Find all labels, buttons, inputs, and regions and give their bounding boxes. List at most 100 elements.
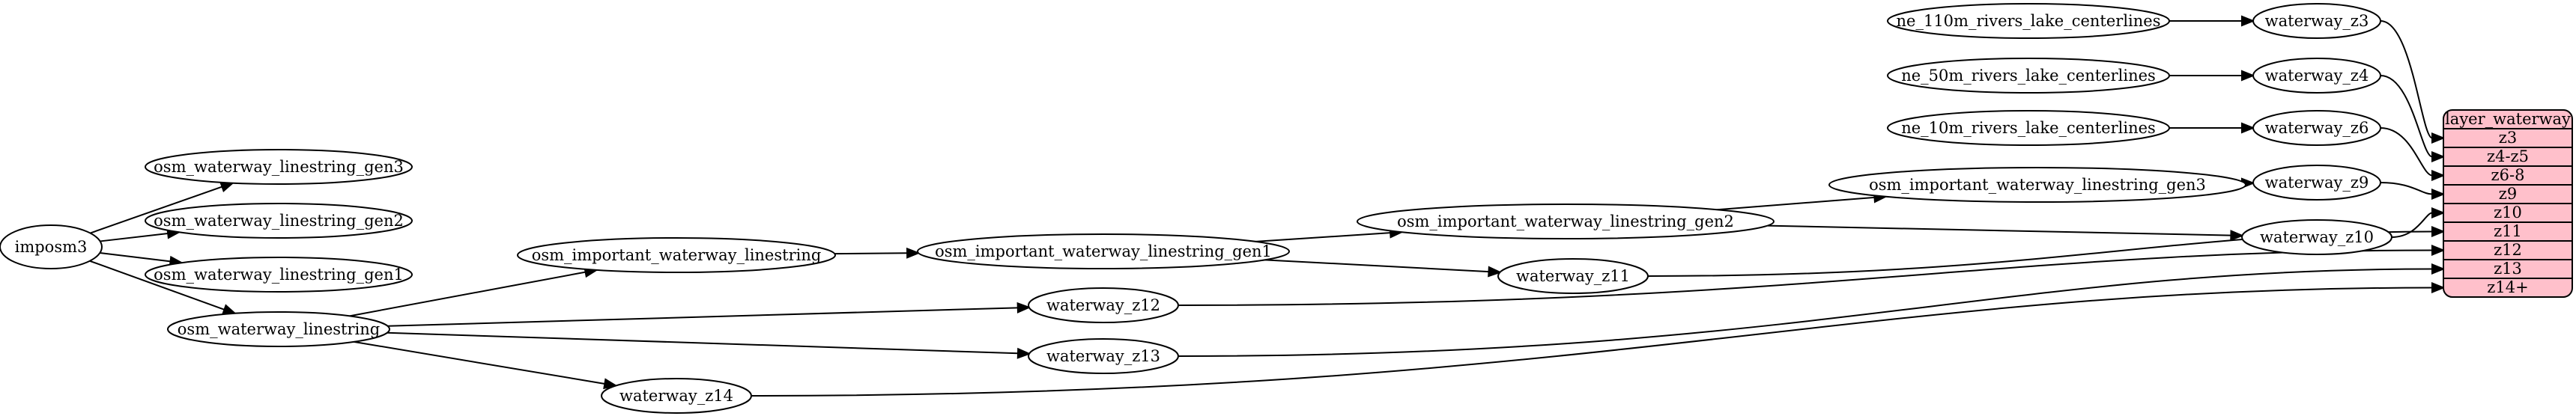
node-wz12: waterway_z12	[1028, 287, 1179, 323]
node-shape	[1887, 3, 2170, 39]
edge-arrowhead	[219, 181, 235, 192]
edge-line	[2380, 75, 2433, 158]
edge-line	[89, 260, 225, 311]
node-shape	[1887, 58, 2170, 94]
node-wz3: waterway_z3	[2252, 3, 2381, 39]
node-wz14: waterway_z14	[601, 378, 752, 414]
edge-arrowhead	[2241, 122, 2255, 134]
edge-arrowhead	[1488, 266, 1503, 278]
edge-arrowhead	[2230, 230, 2245, 242]
edge-arrowhead	[906, 247, 921, 259]
edge-wz12-to-layer-z12	[1178, 245, 2446, 306]
edge-line	[1264, 259, 1489, 273]
node-label: waterway_z14	[619, 387, 733, 405]
edge-line	[354, 340, 605, 385]
edge-ne110-to-wz3	[2169, 15, 2255, 27]
node-shape	[167, 311, 390, 347]
node-shape	[2252, 58, 2381, 94]
node-shape	[2252, 3, 2381, 39]
edge-line	[751, 287, 2433, 397]
edge-osm_ws-to-wz14	[354, 340, 618, 390]
edge-line	[1767, 224, 2231, 236]
node-shape	[601, 378, 752, 414]
node-shape	[145, 149, 413, 185]
node-wz6: waterway_z6	[2252, 110, 2381, 146]
node-imposm3: imposm3	[0, 224, 103, 269]
node-label: waterway_z6	[2265, 119, 2369, 137]
node-label: waterway_z12	[1046, 296, 1160, 314]
layer-row-z14+: z14+	[2487, 278, 2528, 296]
edge-imp_ws-to-imp_gen1	[834, 247, 921, 259]
edge-imp_gen2-to-wz10	[1767, 224, 2245, 242]
layer-row-z11: z11	[2494, 222, 2522, 240]
layer-row-z12: z12	[2494, 241, 2522, 259]
node-wz11: waterway_z11	[1497, 258, 1649, 294]
node-label: ne_50m_rivers_lake_centerlines	[1901, 67, 2156, 85]
node-imp_gen1: osm_important_waterway_linestring_gen1	[917, 233, 1290, 269]
node-imp_gen3: osm_important_waterway_linestring_gen3	[1828, 167, 2246, 203]
node-label: waterway_z13	[1046, 347, 1160, 365]
edge-ne10-to-wz6	[2169, 122, 2255, 134]
nodes-group: imposm3osm_waterway_linestring_gen3osm_w…	[0, 3, 2392, 414]
edge-line	[90, 186, 222, 234]
edge-arrowhead	[2431, 207, 2446, 218]
node-shape	[145, 203, 413, 239]
edge-line	[100, 251, 171, 263]
node-label: osm_waterway_linestring_gen2	[154, 212, 404, 230]
layer-title: layer_waterway	[2445, 110, 2571, 128]
edge-arrowhead	[2431, 151, 2446, 162]
edge-line	[100, 233, 169, 242]
edge-arrowhead	[1016, 302, 1031, 314]
node-gen1: osm_waterway_linestring_gen1	[145, 257, 413, 293]
edge-line	[834, 252, 908, 255]
node-shape	[1828, 167, 2246, 203]
edge-osm_ws-to-wz13	[387, 331, 1031, 359]
node-shape	[1497, 258, 1649, 294]
edge-line	[1717, 196, 1875, 211]
edge-wz14-to-layer-z14+	[751, 282, 2446, 397]
node-shape	[517, 237, 836, 273]
edge-wz10-to-layer-z10	[2391, 207, 2446, 238]
node-shape	[1028, 338, 1179, 374]
edge-arrowhead	[1016, 347, 1031, 359]
layer-row-z13: z13	[2494, 260, 2522, 278]
node-shape	[1357, 204, 1775, 239]
node-label: osm_important_waterway_linestring_gen3	[1869, 176, 2206, 194]
node-osm_ws: osm_waterway_linestring	[167, 311, 390, 347]
node-label: ne_110m_rivers_lake_centerlines	[1897, 12, 2161, 30]
node-label: osm_important_waterway_linestring	[532, 246, 822, 264]
edge-arrowhead	[2241, 15, 2255, 27]
edge-line	[1178, 268, 2433, 357]
edge-line	[2380, 182, 2433, 195]
edge-arrowhead	[2431, 189, 2446, 200]
edge-osm_ws-to-wz12	[387, 302, 1031, 327]
edge-imposm3-to-gen1	[100, 251, 184, 267]
edge-line	[2380, 127, 2433, 177]
layer-row-z10: z10	[2494, 204, 2522, 221]
node-wz10: waterway_z10	[2241, 219, 2392, 255]
edge-imp_gen2-to-imp_gen3	[1717, 192, 1888, 211]
edge-line	[1255, 232, 1391, 242]
edge-arrowhead	[2241, 70, 2255, 82]
node-label: osm_waterway_linestring_gen1	[154, 266, 404, 284]
node-label: osm_important_waterway_linestring_gen2	[1397, 212, 1734, 230]
edge-wz9-to-layer-z9	[2380, 182, 2446, 200]
node-shape	[2252, 110, 2381, 146]
node-shape	[0, 224, 103, 269]
edge-wz4-to-layer-z4-z5	[2380, 75, 2446, 162]
node-label: imposm3	[15, 238, 88, 256]
node-label: waterway_z3	[2265, 12, 2369, 30]
edge-arrowhead	[2431, 226, 2446, 237]
node-ne10: ne_10m_rivers_lake_centerlines	[1887, 110, 2170, 146]
edge-ne50-to-wz4	[2169, 70, 2255, 82]
edge-line	[349, 271, 586, 317]
node-gen2: osm_waterway_linestring_gen2	[145, 203, 413, 239]
edge-line	[2391, 212, 2433, 238]
layer-row-z3: z3	[2499, 129, 2517, 147]
layer-waterway-table: layer_waterwayz3z4-z5z6-8z9z10z11z12z13z…	[2443, 109, 2573, 298]
node-label: waterway_z9	[2265, 174, 2369, 192]
node-shape	[1028, 287, 1179, 323]
edge-arrowhead	[2431, 170, 2446, 181]
edge-arrowhead	[2431, 245, 2446, 256]
edge-line	[2380, 20, 2433, 139]
